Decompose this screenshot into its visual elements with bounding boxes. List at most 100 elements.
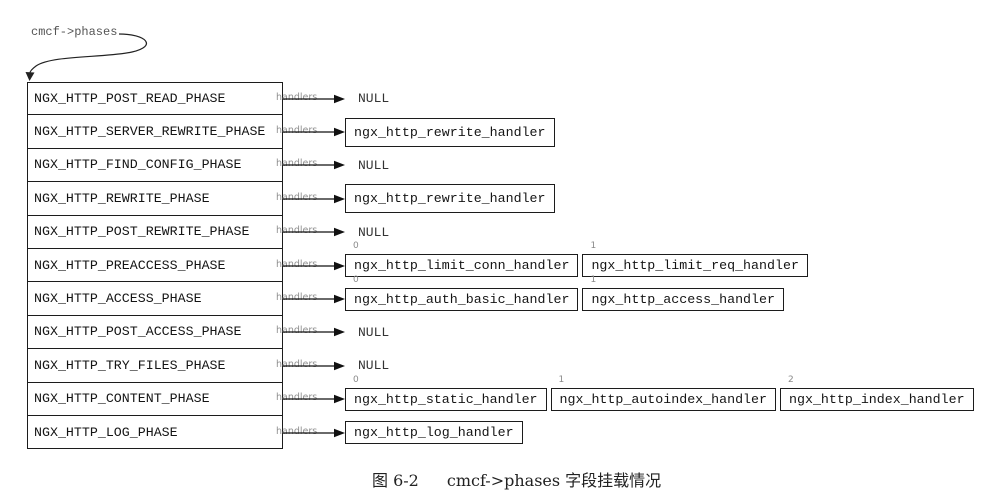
pointer-curve-arrow-icon	[25, 33, 147, 81]
handler-box: ngx_http_limit_req_handler	[582, 254, 808, 278]
handler-box: ngx_http_auth_basic_handler	[345, 287, 579, 311]
handlers-label: handlers	[276, 225, 318, 237]
handler-index: 1	[590, 274, 597, 285]
handlers-label: handlers	[276, 191, 318, 203]
arrow-right-icon	[283, 395, 345, 404]
handlers-link: handlers	[276, 225, 345, 237]
handler-slot: 0 ngx_http_auth_basic_handler	[345, 275, 579, 311]
handlers-label: handlers	[276, 125, 318, 137]
null-label: NULL	[358, 324, 390, 340]
figure-caption-text: cmcf->phases 字段挂载情况	[446, 471, 662, 490]
phase-name: NGX_HTTP_REWRITE_PHASE	[27, 182, 283, 216]
handler-index: 1	[590, 241, 597, 252]
arrow-right-icon	[283, 428, 345, 437]
phase-name: NGX_HTTP_CONTENT_PHASE	[27, 382, 283, 416]
handlers-label: handlers	[276, 258, 318, 270]
handlers-link: handlers	[276, 292, 345, 304]
arrow-right-icon	[283, 328, 345, 337]
arrow-right-icon	[283, 294, 345, 304]
handler-box: ngx_http_rewrite_handler	[345, 117, 555, 147]
handler-slot: ngx_http_log_handler	[345, 421, 523, 445]
handler-slot: 2 ngx_http_index_handler	[780, 375, 974, 411]
handlers-link: handlers	[276, 426, 345, 438]
handlers-link: handlers	[276, 192, 345, 204]
handlers-label: handlers	[276, 392, 318, 404]
handlers-label: handlers	[276, 325, 318, 337]
handler-index: 0	[353, 241, 359, 252]
handler-list: ngx_http_log_handler	[345, 421, 523, 445]
null-label: NULL	[358, 91, 390, 107]
handler-slot: 1 ngx_http_access_handler	[582, 275, 784, 311]
handler-box: ngx_http_limit_conn_handler	[345, 254, 579, 278]
handlers-link: handlers	[276, 259, 345, 271]
null-label: NULL	[358, 157, 390, 173]
handler-box: ngx_http_log_handler	[345, 421, 523, 445]
phase-name: NGX_HTTP_POST_REWRITE_PHASE	[27, 215, 283, 249]
null-label: NULL	[358, 224, 390, 240]
handler-slot: ngx_http_rewrite_handler	[345, 117, 555, 147]
handlers-link: handlers	[276, 392, 345, 404]
handler-index: 0	[353, 274, 359, 285]
phase-name: NGX_HTTP_FIND_CONFIG_PHASE	[27, 148, 283, 183]
phase-name: NGX_HTTP_POST_ACCESS_PHASE	[27, 315, 283, 350]
phase-name: NGX_HTTP_PREACCESS_PHASE	[27, 248, 283, 283]
handler-list: ngx_http_rewrite_handler	[345, 117, 555, 147]
handler-index: 0	[353, 374, 359, 385]
handler-box: ngx_http_rewrite_handler	[345, 184, 555, 214]
handler-box: ngx_http_autoindex_handler	[550, 387, 776, 411]
handler-slot: 1 ngx_http_limit_req_handler	[582, 241, 808, 278]
null-label: NULL	[358, 358, 390, 374]
handlers-link: handlers	[276, 359, 345, 371]
phase-name: NGX_HTTP_ACCESS_PHASE	[27, 282, 283, 316]
handlers-label: handlers	[276, 358, 318, 370]
handler-slot: 0 ngx_http_static_handler	[345, 375, 547, 411]
figure-number: 图 6-2	[372, 471, 419, 490]
handlers-label: handlers	[276, 292, 318, 304]
handlers-label: handlers	[276, 91, 318, 103]
arrow-right-icon	[283, 127, 345, 137]
phase-name: NGX_HTTP_LOG_PHASE	[27, 415, 283, 450]
handler-slot: 1 ngx_http_autoindex_handler	[550, 375, 776, 411]
handlers-link: handlers	[276, 325, 345, 337]
handler-list: 0 ngx_http_static_handler 1 ngx_http_autoin…	[345, 375, 974, 411]
arrow-right-icon	[283, 261, 345, 270]
handler-index: 2	[788, 374, 794, 385]
handler-list: 0 ngx_http_auth_basic_handler 1 ngx_http_ac…	[345, 275, 784, 311]
handler-box: ngx_http_access_handler	[582, 287, 784, 311]
handler-list: 0 ngx_http_limit_conn_handler 1 ngx_http_li…	[345, 241, 808, 278]
arrow-right-icon	[283, 161, 345, 170]
phase-name: NGX_HTTP_SERVER_REWRITE_PHASE	[27, 115, 283, 149]
handler-index: 1	[558, 374, 565, 385]
arrow-right-icon	[283, 194, 345, 204]
handlers-link: handlers	[276, 92, 345, 104]
handlers-link: handlers	[276, 125, 345, 137]
handler-box: ngx_http_static_handler	[345, 387, 547, 411]
handlers-link: handlers	[276, 158, 345, 170]
phase-name: NGX_HTTP_TRY_FILES_PHASE	[27, 349, 283, 383]
handler-slot: 0 ngx_http_limit_conn_handler	[345, 241, 579, 278]
phase-name: NGX_HTTP_POST_READ_PHASE	[27, 82, 283, 116]
handler-slot: ngx_http_rewrite_handler	[345, 184, 555, 214]
arrow-right-icon	[283, 361, 345, 371]
phases-pointer-label: cmcf->phases	[31, 25, 118, 39]
handlers-label: handlers	[276, 425, 318, 437]
arrow-right-icon	[283, 94, 345, 103]
handler-list: ngx_http_rewrite_handler	[345, 184, 555, 214]
handlers-label: handlers	[276, 158, 318, 170]
figure-caption: 图 6-2 cmcf->phases 字段挂载情况	[372, 471, 661, 491]
handler-box: ngx_http_index_handler	[780, 387, 974, 411]
arrow-right-icon	[283, 228, 345, 237]
